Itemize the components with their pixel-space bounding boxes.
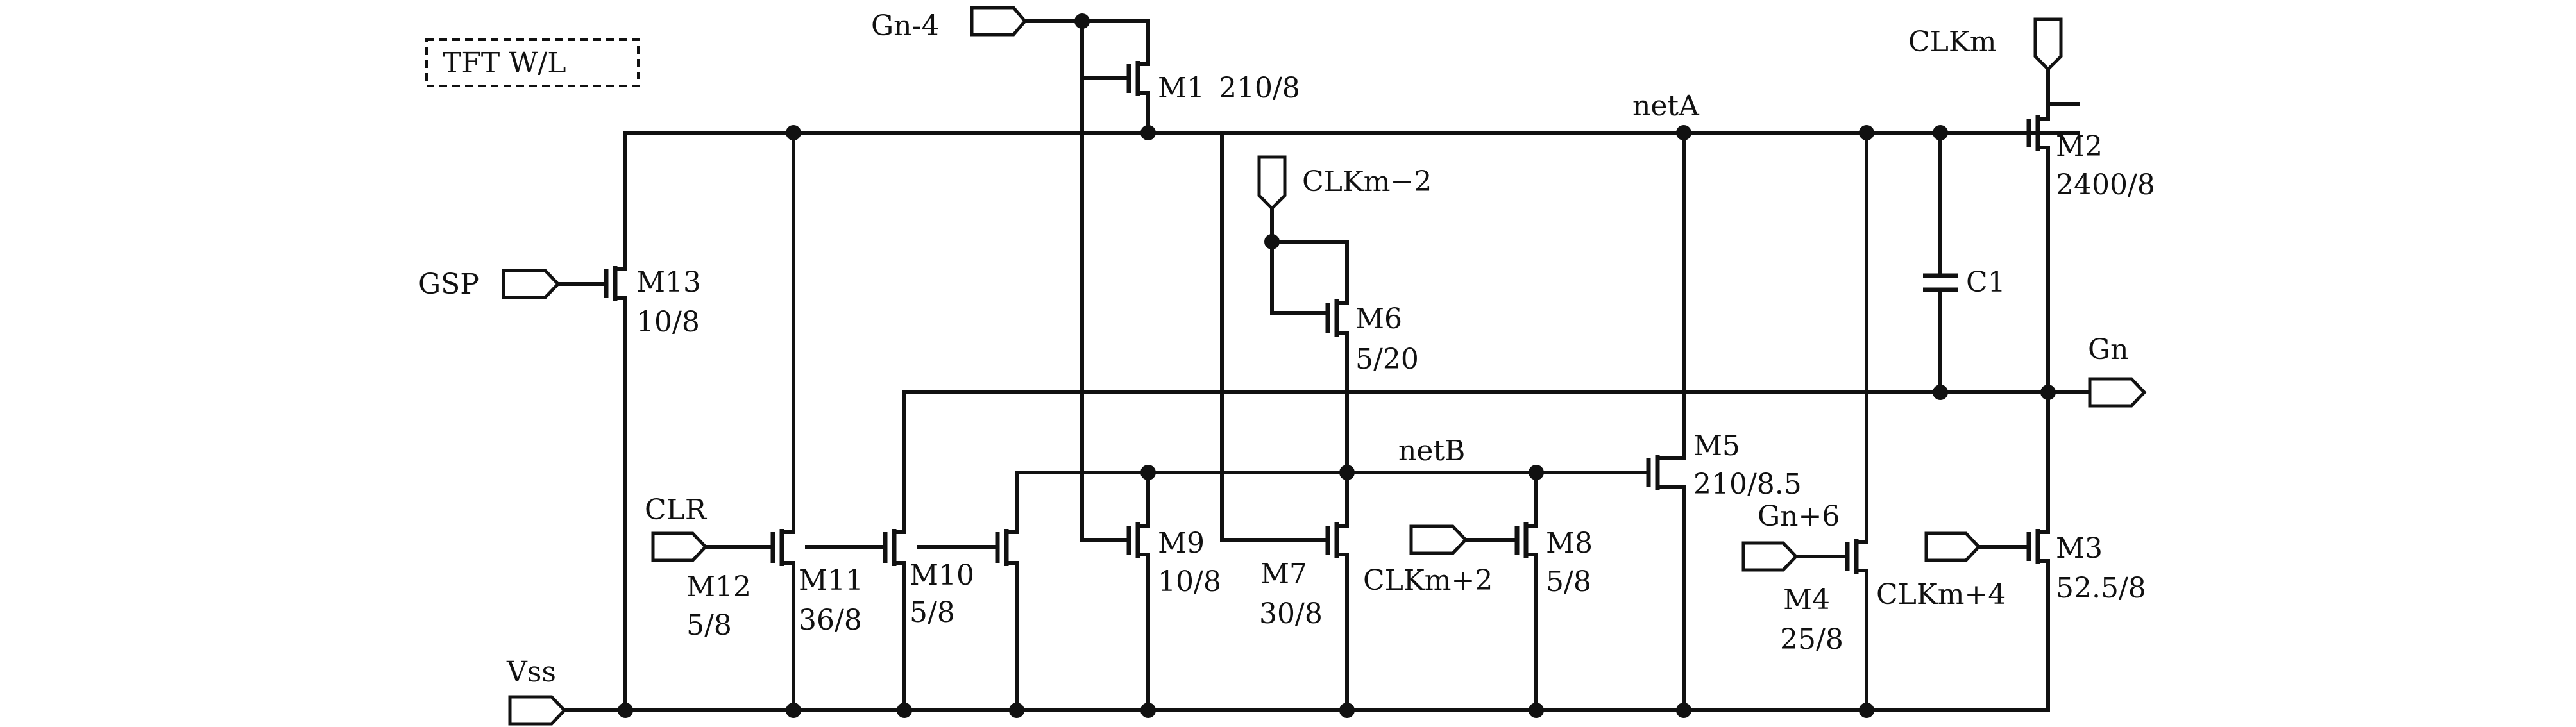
transistor-m13: [604, 266, 627, 301]
port-clkm-plus2: [1409, 524, 1468, 555]
label-m2-name: M2: [2056, 130, 2103, 163]
label-clkm-plus4: CLKm+4: [1876, 578, 2006, 611]
capacitor-c1: [1923, 273, 1958, 292]
transistor-m6: [1325, 299, 1349, 337]
transistor-m1: [1126, 61, 1150, 96]
transistor-m5: [1646, 455, 1686, 490]
label-m9-name: M9: [1158, 527, 1205, 560]
legend: TFT W/L: [425, 38, 640, 87]
ports: [502, 6, 2147, 726]
label-m3-name: M3: [2056, 532, 2103, 565]
port-clkm: [2033, 17, 2063, 72]
port-gn: [2088, 377, 2147, 408]
transistor-m12: [761, 529, 795, 566]
label-m8-size: 5/8: [1546, 565, 1591, 598]
label-m12-size: 5/8: [686, 609, 732, 642]
label-m4-name: M4: [1783, 583, 1830, 616]
wires: [556, 19, 2092, 712]
transistor-m7: [1325, 522, 1349, 558]
label-clkm-plus2: CLKm+2: [1363, 564, 1493, 597]
label-m8-name: M8: [1546, 527, 1593, 560]
port-clkm2: [1257, 155, 1287, 211]
label-m10-name: M10: [910, 559, 974, 592]
transistor-m11: [883, 529, 906, 566]
label-m13-size: 10/8: [636, 306, 700, 338]
label-m3-size: 52.5/8: [2056, 572, 2146, 605]
label-m5-name: M5: [1693, 430, 1740, 462]
label-clr: CLR: [645, 494, 708, 526]
legend-box: [425, 38, 640, 87]
label-m1-name: M1: [1158, 72, 1205, 104]
label-netb: netB: [1398, 435, 1465, 467]
transistor-m8: [1514, 522, 1538, 558]
transistor-m9: [1126, 522, 1150, 558]
label-gn4: Gn-4: [871, 10, 939, 42]
label-m7-size: 30/8: [1259, 597, 1323, 630]
label-clkm: CLKm: [1908, 26, 1996, 58]
transistor-m10: [995, 529, 1019, 566]
label-gsp: GSP: [418, 268, 479, 301]
label-vss: Vss: [506, 656, 556, 689]
label-neta: netA: [1632, 90, 1700, 122]
transistor-m3: [2026, 529, 2050, 564]
port-gn4: [970, 6, 1028, 37]
transistor-m2: [1938, 102, 2050, 151]
label-m10-size: 5/8: [910, 596, 955, 629]
label-m4-size: 25/8: [1780, 623, 1843, 656]
label-m12-name: M12: [686, 571, 751, 603]
junctions: [618, 13, 2056, 718]
port-clr: [651, 531, 708, 562]
port-vss: [508, 695, 567, 726]
label-gn6: Gn+6: [1758, 500, 1840, 533]
label-m6-name: M6: [1355, 303, 1402, 335]
label-clkm2: CLKm−2: [1302, 165, 1432, 198]
label-m9-size: 10/8: [1158, 565, 1221, 598]
label-m2-size: 2400/8: [2056, 169, 2155, 201]
label-m1-size: 210/8: [1219, 72, 1300, 104]
port-gn6: [1741, 541, 1799, 572]
port-m3-gate: [1924, 531, 1981, 562]
label-m11-name: M11: [799, 564, 863, 597]
transistors: [604, 61, 2050, 574]
port-gsp: [502, 269, 561, 299]
legend-label: TFT W/L: [443, 47, 566, 79]
label-m6-size: 5/20: [1355, 343, 1419, 376]
label-m5-size: 210/8.5: [1693, 468, 1802, 501]
label-gn: Gn: [2088, 333, 2129, 366]
label-m7-name: M7: [1260, 558, 1307, 590]
label-m13-name: M13: [636, 266, 701, 299]
transistor-m4: [1845, 539, 1868, 574]
labels: Gn-4 GSP CLKm−2 CLKm Gn CLR Vss CLKm+2 G…: [418, 10, 2155, 689]
label-m11-size: 36/8: [799, 604, 862, 637]
label-c1: C1: [1966, 266, 2006, 299]
